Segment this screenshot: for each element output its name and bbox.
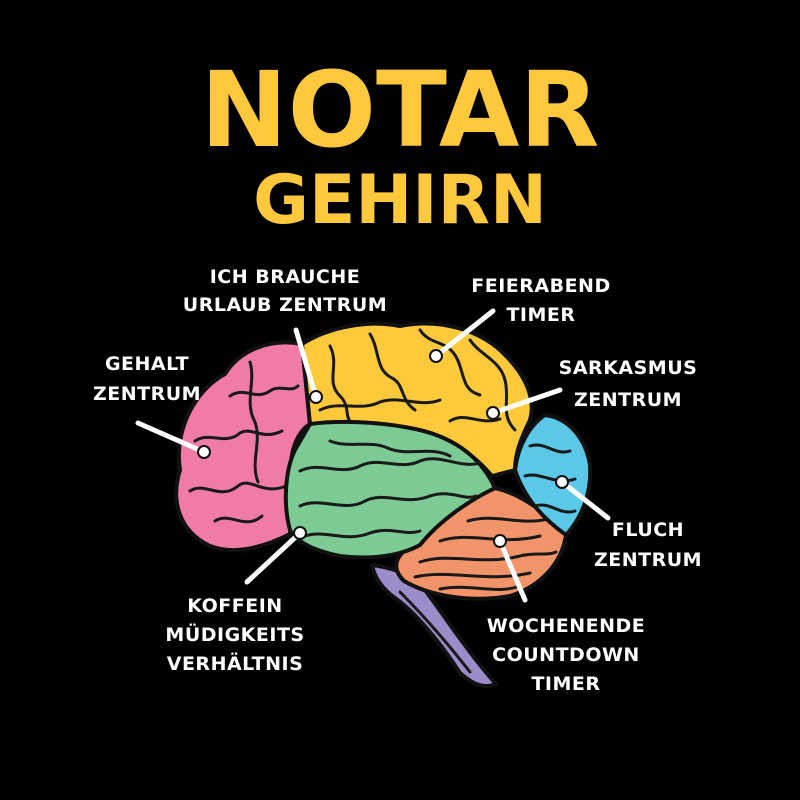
brain-fold (228, 384, 300, 398)
brain-fold (318, 398, 442, 412)
green-region (283, 419, 497, 560)
brain-fold (303, 528, 422, 539)
pointer-koffein (244, 530, 303, 585)
brain-fold (528, 443, 572, 454)
label-line: SARKASMUS (559, 357, 698, 379)
pointer-dot-feierabend (429, 349, 443, 363)
pointer-urlaub (293, 327, 319, 400)
pointer-dot-fluch (555, 475, 569, 489)
brain-fold (523, 473, 577, 483)
label-wochenende: WOCHENENDE COUNTDOWN TIMER (487, 615, 645, 695)
label-fluch: FLUCH ZENTRUM (594, 519, 702, 571)
label-line: ZENTRUM (594, 549, 702, 571)
pointer-dot-koffein (293, 526, 307, 540)
brain-fold (418, 550, 558, 564)
label-line: ZENTRUM (574, 389, 682, 411)
label-line: FEIERABEND (471, 275, 610, 297)
label-feierabend: FEIERABEND TIMER (471, 275, 610, 326)
brain-fold (193, 429, 284, 443)
pointer-dot-gehalt (197, 445, 211, 459)
brain-fold (298, 457, 482, 473)
title-line-1: NOTAR (201, 49, 600, 171)
brain-fold (248, 360, 260, 484)
pointer-gehalt (135, 420, 207, 455)
brain-fold (448, 415, 502, 423)
pointer-wochenende (497, 538, 528, 603)
label-koffein: KOFFEIN MÜDIGKEITS VERHÄLTNIS (165, 595, 304, 675)
label-line: ZENTRUM (93, 383, 201, 405)
brain-fold (533, 503, 577, 514)
pointer-dot-sarkasmus (486, 406, 500, 420)
title-line-2: GEHIRN (253, 161, 547, 240)
brain-fold (328, 439, 452, 458)
label-line: WOCHENENDE (487, 615, 645, 637)
pointer-feierabend (433, 308, 496, 359)
brain-fold (438, 534, 542, 543)
pointer-dot-wochenende (493, 534, 507, 548)
label-urlaub: ICH BRAUCHE URLAUB ZENTRUM (183, 266, 387, 316)
brain-fold (418, 328, 482, 397)
brain-fold (468, 338, 517, 432)
brain-fold (438, 584, 522, 591)
label-line: VERHÄLTNIS (167, 651, 304, 675)
brain-fold (213, 514, 264, 524)
label-line: KOFFEIN (187, 595, 282, 617)
label-line: COUNTDOWN (492, 644, 640, 666)
label-line: TIMER (506, 304, 575, 326)
brain-fold (466, 516, 550, 523)
pointer-dot-urlaub (309, 390, 323, 404)
label-line: FLUCH (612, 519, 684, 541)
brain-fold (188, 481, 288, 494)
brain-fold (398, 590, 472, 674)
label-line: GEHALT (105, 353, 189, 375)
label-sarkasmus: SARKASMUS ZENTRUM (559, 357, 698, 411)
pointer-lines (135, 308, 611, 603)
label-line: MÜDIGKEITS (165, 622, 304, 646)
brain-illustration (174, 321, 593, 689)
pointer-fluch (559, 479, 611, 521)
label-line: URLAUB ZENTRUM (183, 294, 387, 316)
brain-fold (298, 492, 478, 508)
label-gehalt: GEHALT ZENTRUM (93, 353, 201, 405)
label-line: TIMER (531, 673, 600, 695)
brain-fold (328, 344, 352, 423)
label-line: ICH BRAUCHE (210, 266, 361, 288)
pointer-sarkasmus (490, 387, 563, 416)
